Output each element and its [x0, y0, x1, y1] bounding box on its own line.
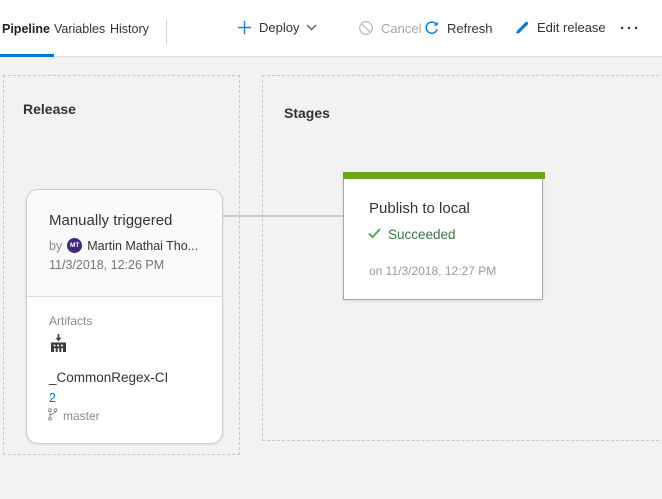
tab-pipeline[interactable]: Pipeline — [2, 22, 50, 36]
deploy-button[interactable]: Deploy — [237, 20, 317, 35]
stage-title: Publish to local — [369, 200, 470, 217]
tab-variables[interactable]: Variables — [54, 22, 106, 36]
release-stage-connector — [217, 215, 343, 217]
artifact-name: _CommonRegex-CI — [49, 370, 169, 385]
toolbar-divider — [166, 19, 167, 45]
release-panel: Release Manually triggered by MT Martin … — [3, 75, 240, 455]
cancel-label: Cancel — [381, 20, 422, 36]
release-author: Martin Mathai Tho... — [87, 238, 199, 253]
refresh-button[interactable]: Refresh — [424, 20, 493, 36]
pipeline-canvas: Release Manually triggered by MT Martin … — [0, 57, 662, 499]
stage-date: on 11/3/2018, 12:27 PM — [369, 264, 497, 278]
by-label: by — [49, 238, 63, 253]
ellipsis-icon: ··· — [620, 20, 641, 37]
edit-release-button[interactable]: Edit release — [515, 20, 606, 35]
chevron-down-icon — [306, 24, 317, 31]
stages-panel-heading: Stages — [284, 105, 330, 121]
release-title: Manually triggered — [49, 212, 173, 229]
refresh-icon — [424, 20, 440, 36]
check-icon — [368, 227, 381, 242]
stages-panel: Stages — [262, 75, 662, 441]
stage-status-label: Succeeded — [388, 227, 456, 242]
release-date: 11/3/2018, 12:26 PM — [49, 258, 165, 272]
avatar: MT — [67, 238, 83, 253]
cancel-button: Cancel — [358, 20, 421, 36]
stage-status-row: Succeeded — [368, 227, 456, 242]
stage-card[interactable]: Publish to local Succeeded on 11/3/2018,… — [343, 172, 545, 300]
pipeline-header: Pipeline Variables History Deploy Cancel… — [0, 0, 662, 57]
build-artifact-icon — [49, 334, 68, 358]
branch-row: master — [47, 408, 100, 424]
refresh-label: Refresh — [447, 20, 493, 36]
release-panel-heading: Release — [23, 101, 76, 117]
more-button[interactable]: ··· — [620, 20, 641, 37]
release-card-summary — [27, 190, 222, 297]
deploy-label: Deploy — [259, 20, 300, 35]
plus-icon — [237, 20, 252, 35]
stage-status-bar — [343, 172, 545, 179]
artifact-version-link[interactable]: 2 — [49, 391, 56, 405]
release-card[interactable]: Manually triggered by MT Martin Mathai T… — [26, 189, 223, 444]
artifacts-label: Artifacts — [49, 314, 93, 328]
release-author-row: by MT Martin Mathai Tho... — [49, 238, 198, 253]
selected-tab-underline — [0, 54, 54, 57]
pencil-icon — [515, 20, 530, 35]
cancel-icon — [358, 20, 374, 36]
tab-history[interactable]: History — [110, 22, 149, 36]
git-branch-icon — [47, 408, 58, 424]
branch-name: master — [63, 409, 100, 423]
edit-release-label: Edit release — [537, 20, 606, 35]
